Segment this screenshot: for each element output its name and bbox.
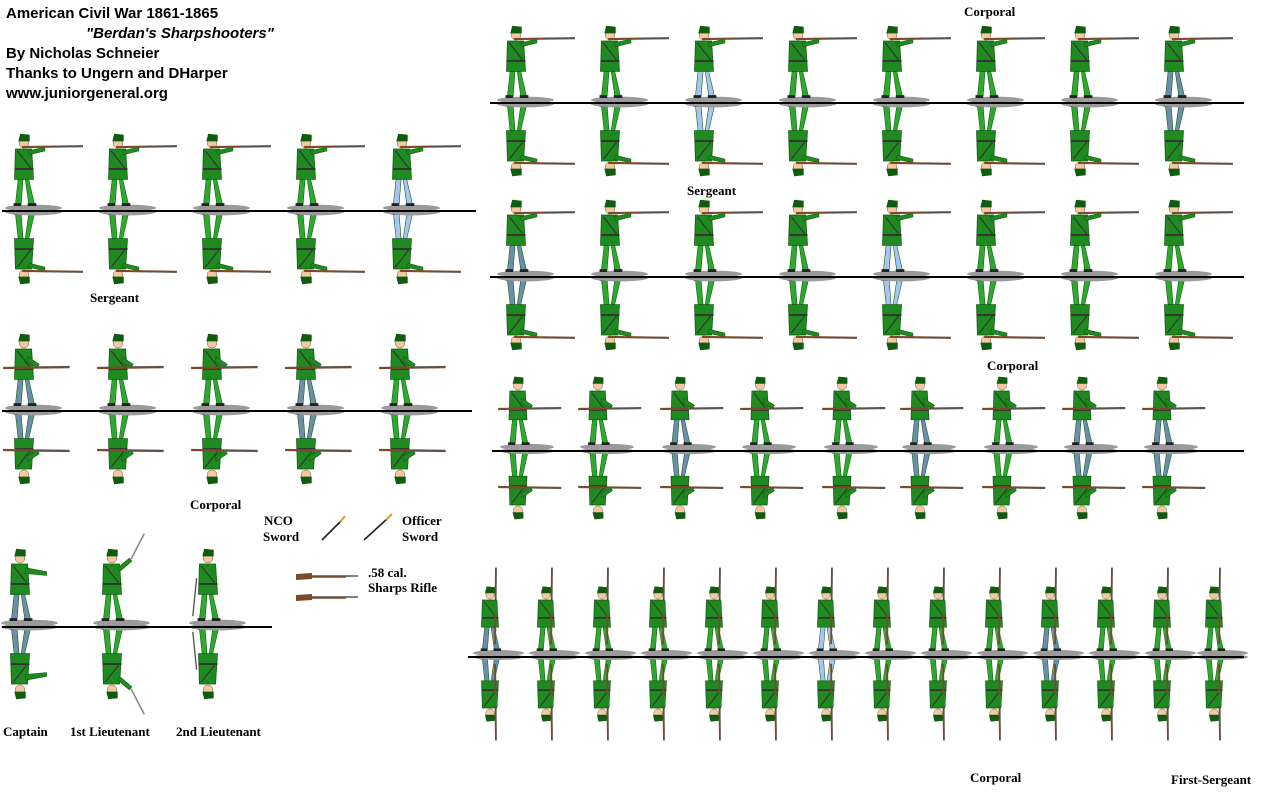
soldier-figure xyxy=(779,25,857,177)
nco-sword-icon xyxy=(321,519,343,541)
soldier-figure xyxy=(591,25,669,177)
label-corporal-mid: Corporal xyxy=(987,358,1039,373)
soldier-figure xyxy=(1061,25,1139,177)
soldier-figure xyxy=(97,333,164,485)
soldier-figure xyxy=(473,567,524,741)
soldier-figure xyxy=(1197,567,1248,741)
label-sergeant-left: Sergeant xyxy=(90,290,140,305)
soldier-figure xyxy=(1062,376,1126,520)
soldier-figure xyxy=(285,333,352,485)
label-nco: NCO xyxy=(264,513,293,528)
soldier-figure xyxy=(1,548,58,700)
soldier-figure xyxy=(1061,199,1139,351)
soldier-figure xyxy=(93,533,150,715)
label-captain: Captain xyxy=(3,724,48,739)
soldier-figure xyxy=(660,376,724,520)
soldier-figure xyxy=(193,133,271,285)
label-officer: Officer xyxy=(402,513,442,528)
soldier-figure xyxy=(379,333,446,485)
label-rifle-caliber: .58 cal. xyxy=(368,565,407,580)
soldier-figure xyxy=(900,376,964,520)
soldier-figure xyxy=(591,199,669,351)
soldier-figure xyxy=(497,199,575,351)
label-corporal-bottom: Corporal xyxy=(970,770,1022,785)
soldier-figure xyxy=(1142,376,1206,520)
soldier-figure xyxy=(977,567,1028,741)
label-nco-sword: Sword xyxy=(263,529,300,544)
soldier-figure xyxy=(5,133,83,285)
soldier-figure xyxy=(779,199,857,351)
label-corporal-top: Corporal xyxy=(964,4,1016,19)
label-first-lieutenant: 1st Lieutenant xyxy=(70,724,150,739)
label-first-sergeant: First-Sergeant xyxy=(1171,772,1252,787)
author-line: By Nicholas Schneier xyxy=(6,45,160,62)
soldier-figure xyxy=(873,25,951,177)
soldier-figure xyxy=(967,199,1045,351)
soldier-figure xyxy=(982,376,1046,520)
soldier-figure xyxy=(497,25,575,177)
thanks-line: Thanks to Ungern and DHarper xyxy=(6,65,228,82)
label-second-lieutenant: 2nd Lieutenant xyxy=(176,724,261,739)
label-rifle-name: Sharps Rifle xyxy=(368,580,437,595)
soldier-figure xyxy=(1155,199,1233,351)
sharps-rifle-icon xyxy=(296,573,358,580)
soldier-figure xyxy=(1145,567,1196,741)
soldier-figure xyxy=(685,25,763,177)
website-line: www.juniorgeneral.org xyxy=(6,85,168,102)
soldier-figure xyxy=(822,376,886,520)
soldier-figure xyxy=(189,548,246,700)
soldier-figure xyxy=(697,567,748,741)
title-line: American Civil War 1861-1865 xyxy=(6,5,219,22)
soldier-figure xyxy=(383,133,461,285)
soldier-figure xyxy=(585,567,636,741)
sharps-rifle-icon xyxy=(296,594,358,601)
soldier-figure xyxy=(921,567,972,741)
soldier-figure xyxy=(685,199,763,351)
label-sergeant-right: Sergeant xyxy=(687,183,737,198)
soldier-figure xyxy=(753,567,804,741)
label-officer-sword: Sword xyxy=(402,529,439,544)
soldier-figure xyxy=(809,567,860,741)
soldier-figure xyxy=(498,376,562,520)
soldier-figure xyxy=(1155,25,1233,177)
soldier-figure xyxy=(99,133,177,285)
soldier-figure xyxy=(1033,567,1084,741)
soldier-figure xyxy=(3,333,70,485)
soldier-figure xyxy=(641,567,692,741)
soldier-figure xyxy=(578,376,642,520)
soldier-figure xyxy=(873,199,951,351)
subtitle-line: "Berdan's Sharpshooters" xyxy=(86,25,274,42)
sheet-credits: American Civil War 1861-1865 "Berdan's S… xyxy=(6,4,274,104)
soldier-figure xyxy=(191,333,258,485)
soldier-figure xyxy=(287,133,365,285)
soldier-figure xyxy=(967,25,1045,177)
soldier-figure xyxy=(740,376,804,520)
soldier-figure xyxy=(1089,567,1140,741)
soldier-figure xyxy=(865,567,916,741)
officer-sword-icon xyxy=(363,517,389,541)
soldier-figure xyxy=(529,567,580,741)
label-corporal-left: Corporal xyxy=(190,497,242,512)
